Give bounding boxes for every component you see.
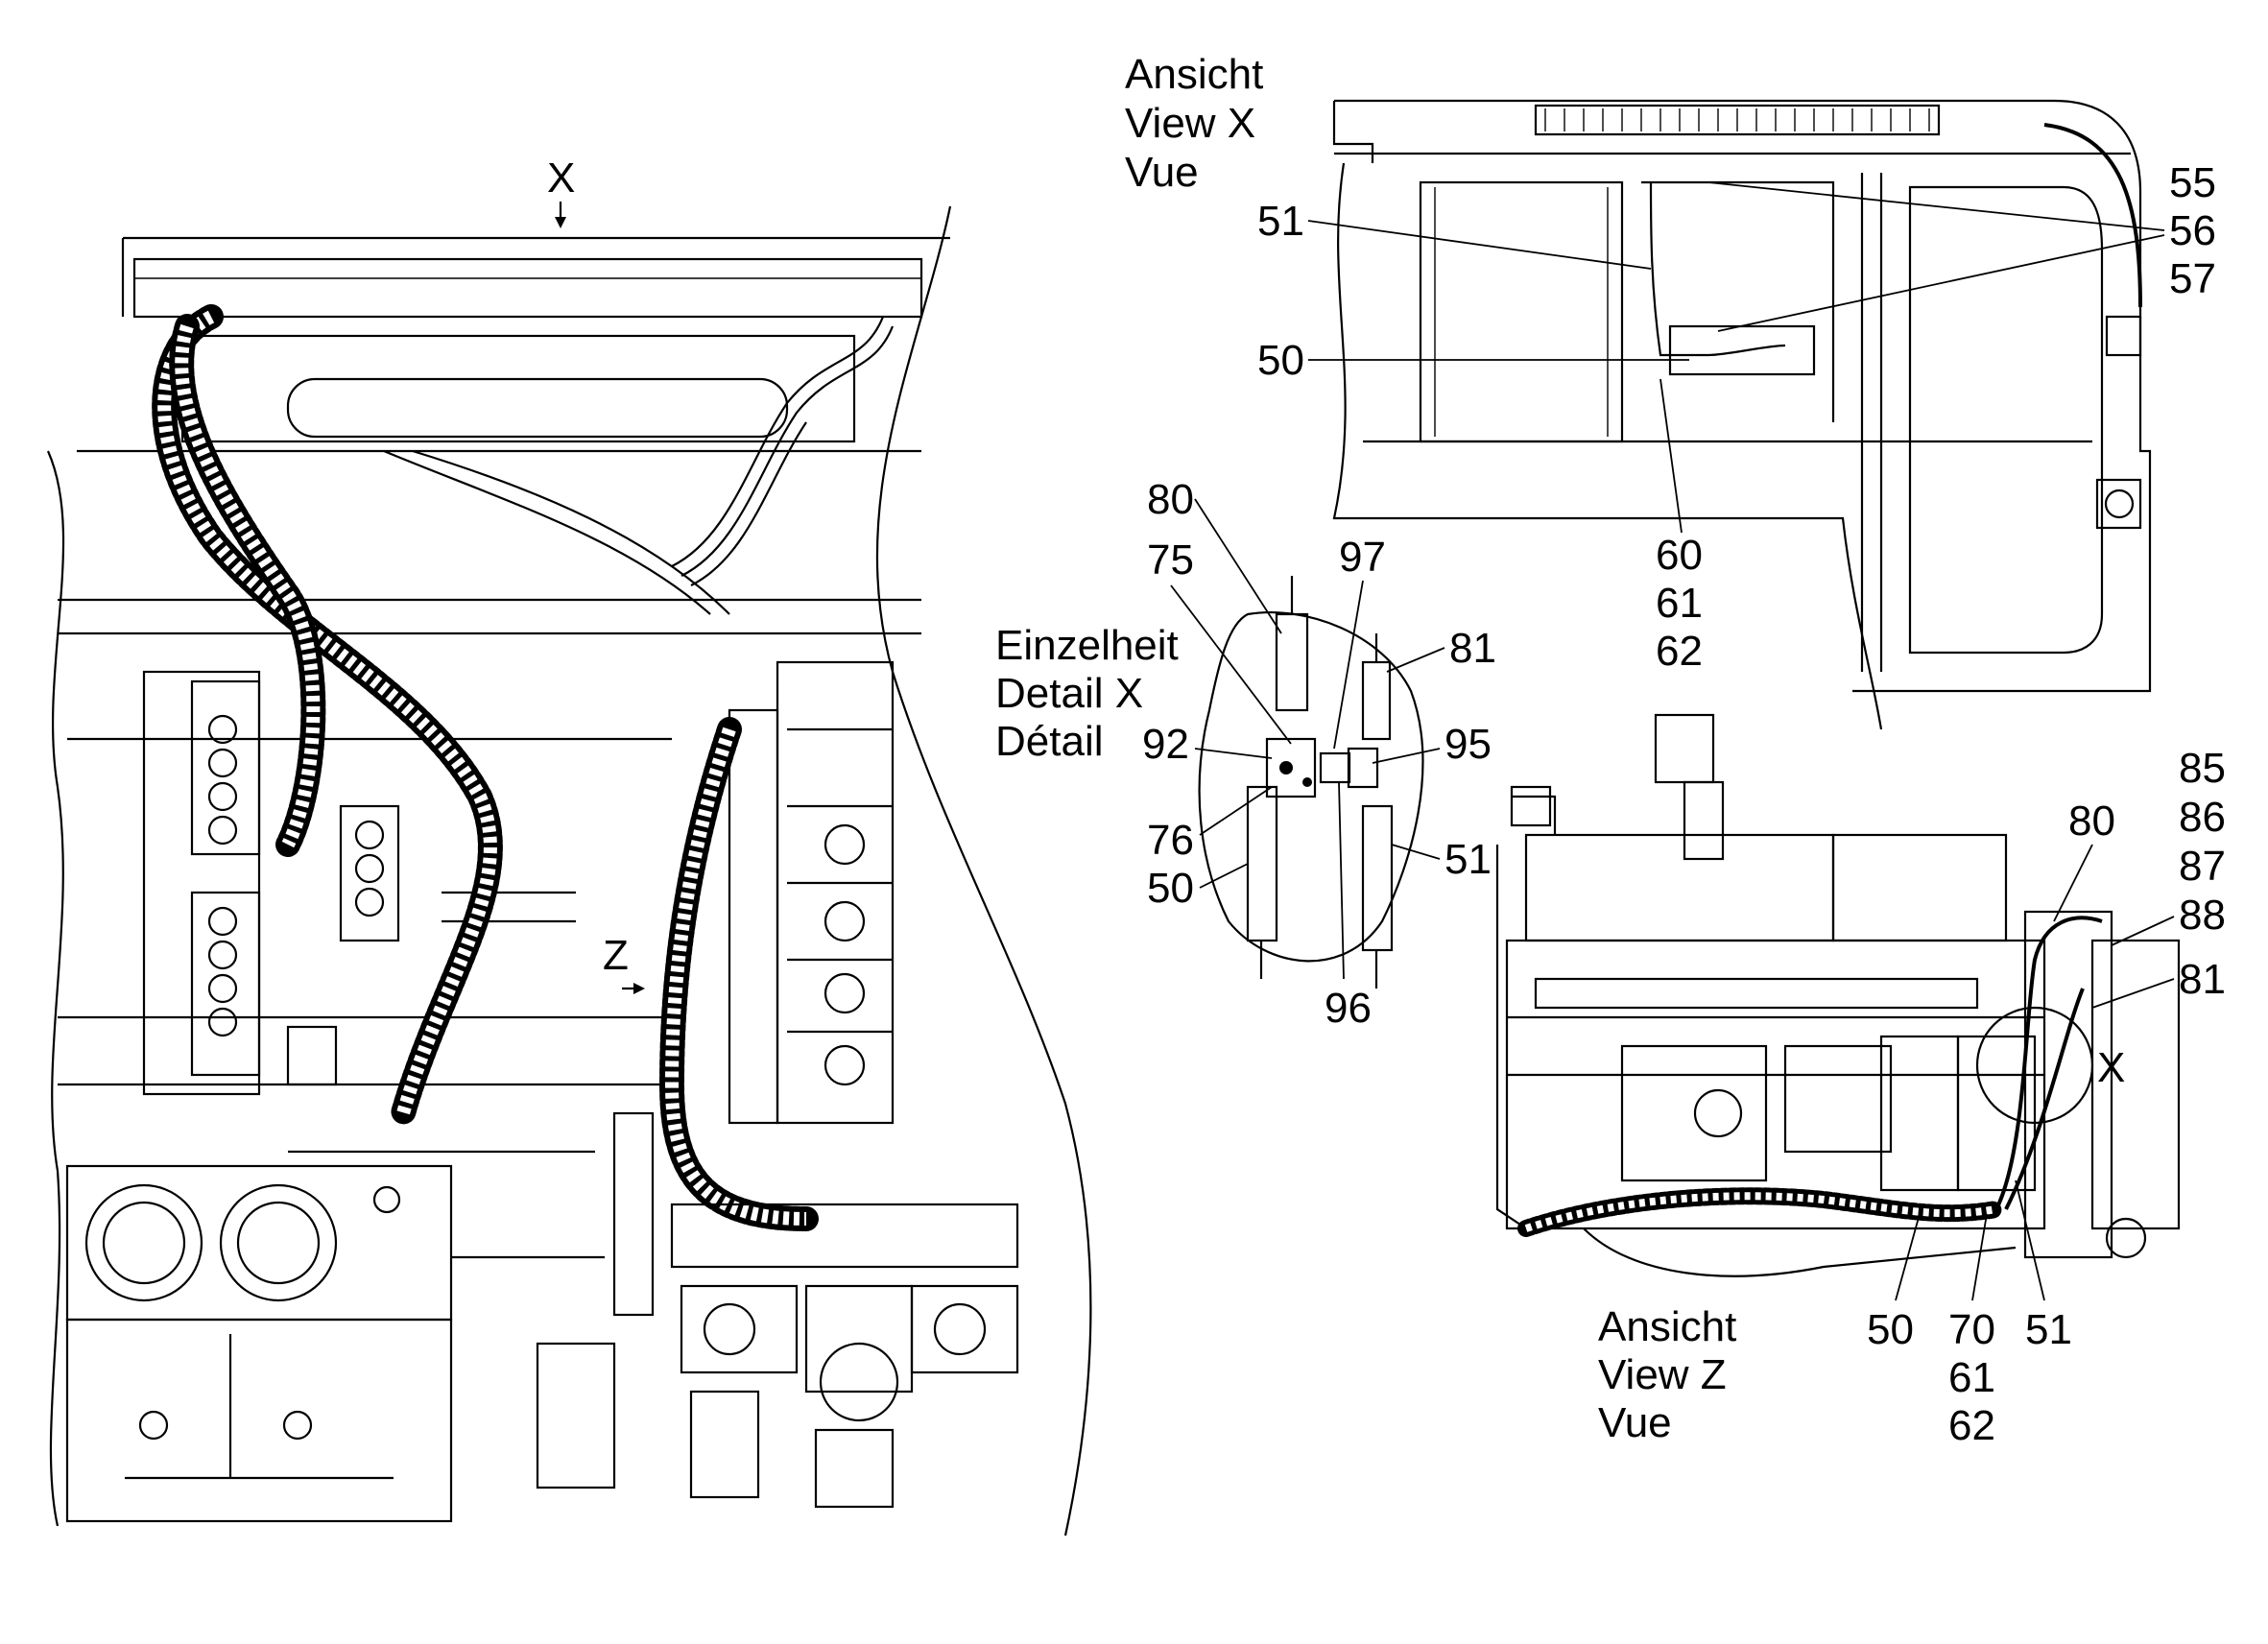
callout-92: 92 — [1142, 721, 1189, 768]
callout-51: 51 — [1257, 198, 1304, 245]
callout-51-detail: 51 — [1444, 836, 1492, 883]
view-x-title-1: Ansicht — [1125, 51, 1263, 98]
view-x-title-3: Vue — [1125, 149, 1199, 196]
arrow-down-icon — [555, 217, 566, 228]
detail-x-title-2: Detail X — [995, 670, 1143, 717]
view-z-title-2: View Z — [1598, 1351, 1727, 1398]
callout-62: 62 — [1656, 628, 1703, 675]
detail-x-title-3: Détail — [995, 718, 1104, 765]
view-x: Ansicht View X Vue 51 50 — [1125, 51, 2216, 730]
callout-96: 96 — [1325, 985, 1372, 1032]
callout-75: 75 — [1147, 536, 1194, 584]
main-machine-view: X — [46, 155, 1092, 1537]
detail-x-title-1: Einzelheit — [995, 622, 1179, 669]
callout-51-z: 51 — [2025, 1306, 2072, 1353]
callout-55: 55 — [2169, 159, 2216, 206]
detail-x: Einzelheit Detail X Détail 80 75 97 81 9… — [995, 476, 1496, 1032]
callout-81-z: 81 — [2179, 956, 2226, 1003]
view-x-marker: X — [547, 155, 575, 202]
view-z-title-3: Vue — [1598, 1399, 1672, 1446]
callout-97: 97 — [1339, 534, 1386, 581]
callout-50-detail: 50 — [1147, 865, 1194, 912]
callout-61: 61 — [1656, 580, 1703, 627]
callout-50: 50 — [1257, 337, 1304, 384]
callout-80: 80 — [1147, 476, 1194, 523]
callout-61-z: 61 — [1948, 1354, 1995, 1401]
callout-88: 88 — [2179, 892, 2226, 939]
callout-85: 85 — [2179, 745, 2226, 792]
callout-80-z: 80 — [2068, 798, 2115, 845]
callout-60: 60 — [1656, 532, 1703, 579]
callout-50-z: 50 — [1867, 1306, 1914, 1353]
callout-76: 76 — [1147, 817, 1194, 864]
arrow-right-icon — [633, 983, 645, 994]
view-z-marker: Z — [603, 932, 629, 979]
view-z-detail-marker: X — [2097, 1044, 2125, 1091]
view-x-title-2: View X — [1125, 100, 1255, 147]
callout-56: 56 — [2169, 207, 2216, 254]
callout-57: 57 — [2169, 255, 2216, 302]
callout-95: 95 — [1444, 721, 1492, 768]
callout-81: 81 — [1449, 625, 1496, 672]
callout-86: 86 — [2179, 794, 2226, 841]
callout-87: 87 — [2179, 843, 2226, 890]
view-z-title-1: Ansicht — [1598, 1303, 1736, 1350]
view-z: Ansicht View Z Vue X 80 8 — [1495, 713, 2226, 1449]
callout-70: 70 — [1948, 1306, 1995, 1353]
callout-62-z: 62 — [1948, 1402, 1995, 1449]
